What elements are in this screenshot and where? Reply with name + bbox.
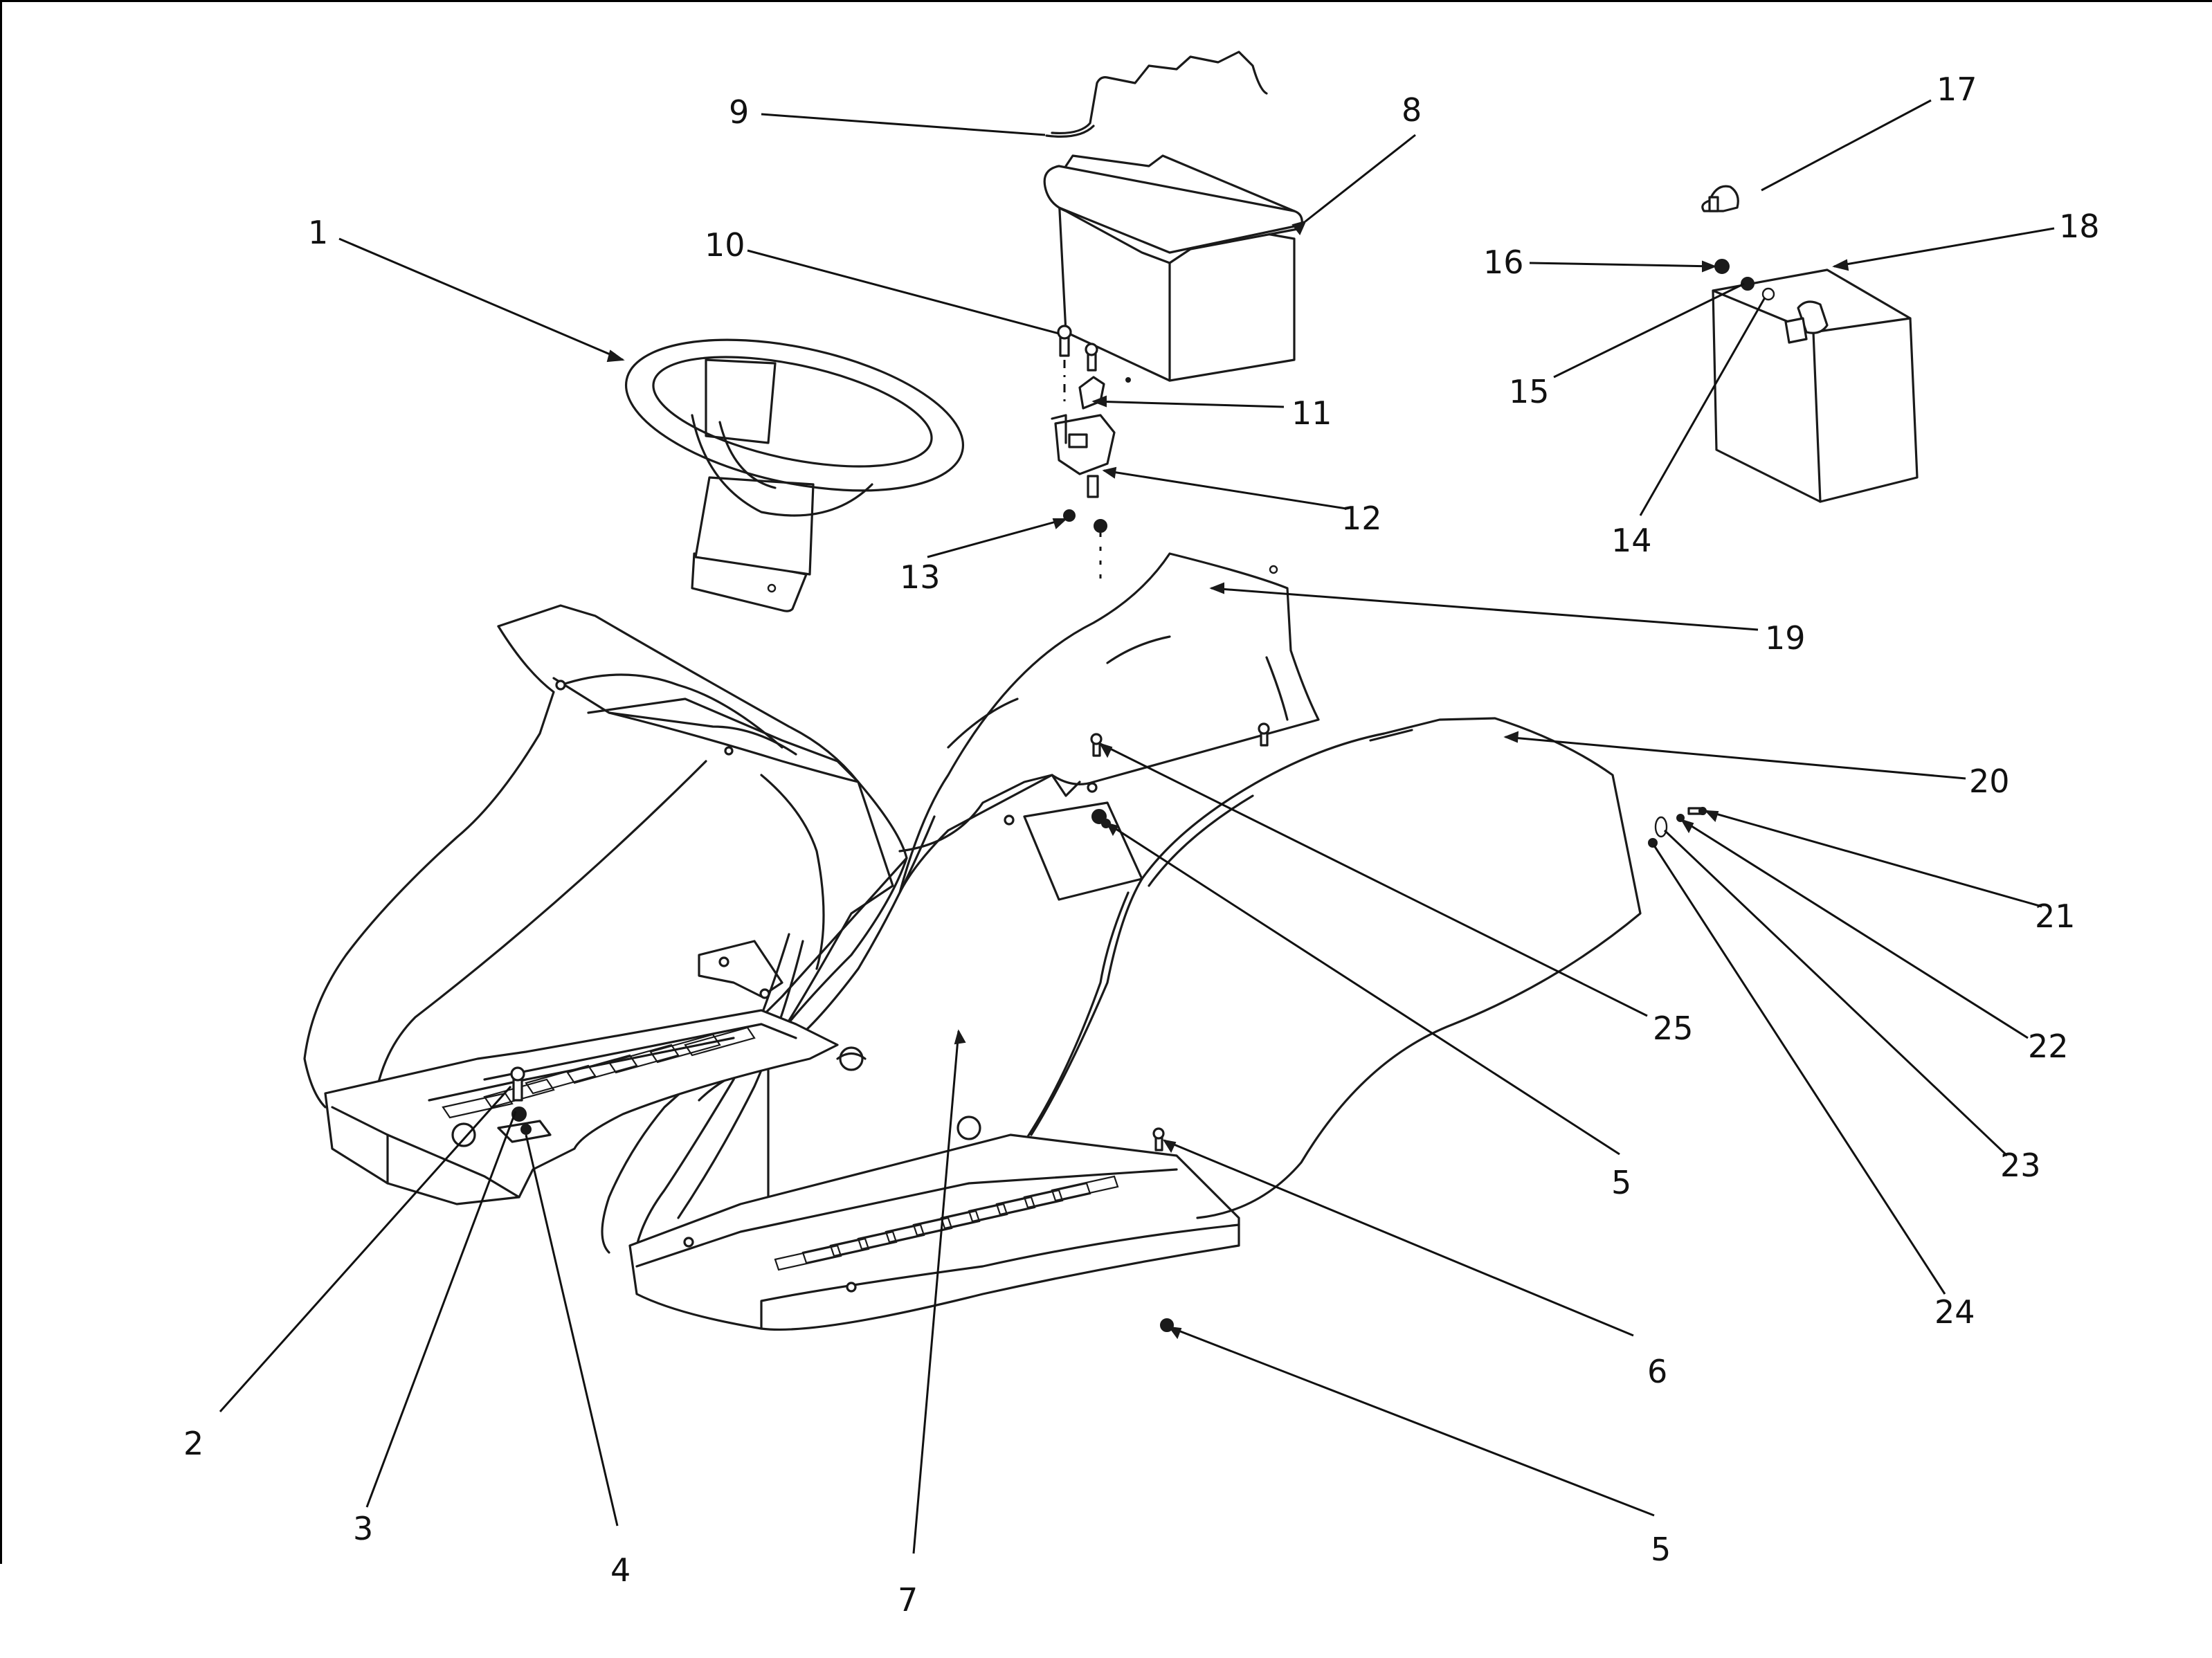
hold-down-rod <box>1045 51 1268 138</box>
leader-17 <box>1761 99 1932 192</box>
callout-16: 16 <box>1483 244 1524 281</box>
callout-4: 4 <box>610 1551 631 1589</box>
leader-5a <box>1107 822 1620 1156</box>
leader-9 <box>761 113 1046 136</box>
leader-2 <box>219 1086 512 1412</box>
callout-5b: 5 <box>1651 1531 1671 1568</box>
leader-10 <box>747 249 1060 335</box>
leader-21 <box>1705 810 2042 908</box>
leader-4 <box>525 1134 619 1527</box>
leader-16 <box>1529 262 1716 268</box>
switch-assembly <box>1051 325 1116 588</box>
callout-14: 14 <box>1611 522 1652 559</box>
floor-panel <box>303 604 1240 1331</box>
leader-14 <box>1639 297 1766 516</box>
callout-1: 1 <box>308 214 328 251</box>
right-floor-treads <box>774 1175 1119 1271</box>
callout-7: 7 <box>898 1581 918 1619</box>
leader-3 <box>365 1111 517 1508</box>
callout-13: 13 <box>900 558 941 596</box>
callout-labels: 1 2 3 4 5 5 6 7 8 9 10 11 12 13 14 15 16… <box>183 71 2100 1619</box>
leader-13 <box>927 518 1067 558</box>
leader-22 <box>1681 819 2029 1039</box>
callout-22: 22 <box>2028 1028 2069 1065</box>
callout-5a: 5 <box>1611 1164 1631 1201</box>
battery-8 <box>1043 154 1303 383</box>
leader-5b <box>1169 1326 1655 1517</box>
callout-21: 21 <box>2035 898 2076 935</box>
callout-20: 20 <box>1969 763 2010 800</box>
leader-7 <box>912 1030 960 1554</box>
callout-11: 11 <box>1291 394 1332 432</box>
leader-lines <box>219 99 2055 1554</box>
leader-25 <box>1100 743 1648 1017</box>
left-floor-treads <box>442 1026 756 1119</box>
leader-11 <box>1093 400 1285 408</box>
battery-18 <box>1701 185 1919 503</box>
leader-8 <box>1305 134 1416 223</box>
callout-10: 10 <box>705 226 745 264</box>
callout-17: 17 <box>1937 71 1977 108</box>
callout-8: 8 <box>1402 91 1422 129</box>
callout-19: 19 <box>1765 619 1806 657</box>
leader-1 <box>338 237 624 361</box>
leader-19 <box>1211 587 1759 631</box>
leader-23 <box>1663 829 2009 1157</box>
leader-12 <box>1103 469 1347 510</box>
callout-23: 23 <box>2000 1147 2041 1184</box>
leader-24 <box>1653 845 1946 1295</box>
callout-9: 9 <box>729 93 749 131</box>
frame-left-edge <box>0 0 2 1564</box>
callout-15: 15 <box>1509 373 1550 410</box>
hardware <box>497 722 1707 1332</box>
leader-6 <box>1163 1139 1634 1337</box>
leader-18 <box>1833 227 2055 268</box>
callout-25: 25 <box>1653 1010 1694 1047</box>
dash-cover <box>898 552 1320 894</box>
frame-top-edge <box>0 0 2212 2</box>
leader-20 <box>1505 736 1966 780</box>
leader-15 <box>1553 282 1745 379</box>
rear-fender <box>1141 717 1642 1219</box>
steering-wheel <box>624 338 965 612</box>
callout-3: 3 <box>353 1510 373 1547</box>
callout-18: 18 <box>2059 208 2100 245</box>
callout-12: 12 <box>1341 500 1382 537</box>
callout-2: 2 <box>183 1425 203 1462</box>
callout-6: 6 <box>1647 1353 1667 1390</box>
callout-24: 24 <box>1934 1293 1975 1331</box>
